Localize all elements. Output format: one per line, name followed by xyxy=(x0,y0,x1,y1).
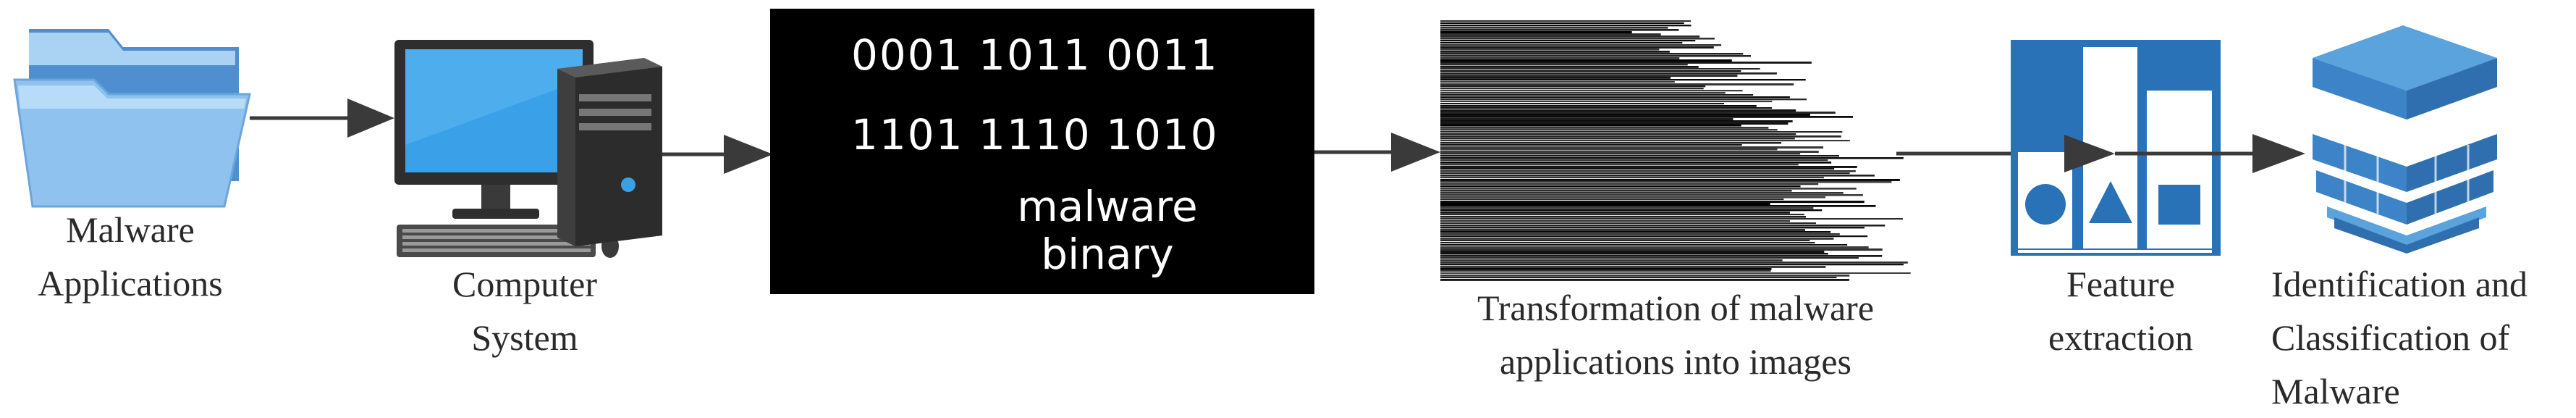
classification-cubes-icon xyxy=(2313,25,2497,254)
label-identification: Identification and Classification of Mal… xyxy=(2271,257,2576,418)
arrow-3 xyxy=(1314,133,1440,172)
malware-binary-caption: malware binary xyxy=(984,183,1230,278)
label-line: Classification of xyxy=(2271,317,2510,358)
arrow-5 xyxy=(2064,134,2305,173)
label-line: System xyxy=(471,317,578,358)
caption-line-2: binary xyxy=(1041,230,1174,279)
label-line: Computer xyxy=(452,264,597,304)
label-line: Malware xyxy=(2271,371,2400,411)
arrow-2 xyxy=(662,135,773,174)
label-transformation: Transformation of malware applications i… xyxy=(1430,281,1922,388)
label-malware-applications: Malware Applications xyxy=(7,203,253,310)
feature-icon xyxy=(2011,40,2221,256)
binary-row-1: 0001 1011 0011 xyxy=(851,30,1219,80)
malware-binary-box: 0001 1011 0011 1101 1110 1010 malware bi… xyxy=(770,9,1314,294)
computer-icon xyxy=(394,40,662,258)
label-feature-extraction: Feature extraction xyxy=(2001,257,2240,364)
label-line: Identification and xyxy=(2271,264,2528,304)
label-computer-system: Computer System xyxy=(402,257,648,364)
arrow-1 xyxy=(250,99,394,138)
label-line: extraction xyxy=(2048,317,2193,358)
label-line: Malware xyxy=(66,209,195,250)
folder-icon xyxy=(13,29,251,208)
caption-line-1: malware xyxy=(1017,182,1198,231)
label-line: Transformation of malware xyxy=(1477,288,1875,328)
label-line: applications into images xyxy=(1499,341,1851,382)
malware-image xyxy=(1440,20,1911,281)
label-line: Applications xyxy=(38,263,223,304)
label-line: Feature xyxy=(2066,264,2175,304)
binary-row-2: 1101 1110 1010 xyxy=(851,110,1219,159)
